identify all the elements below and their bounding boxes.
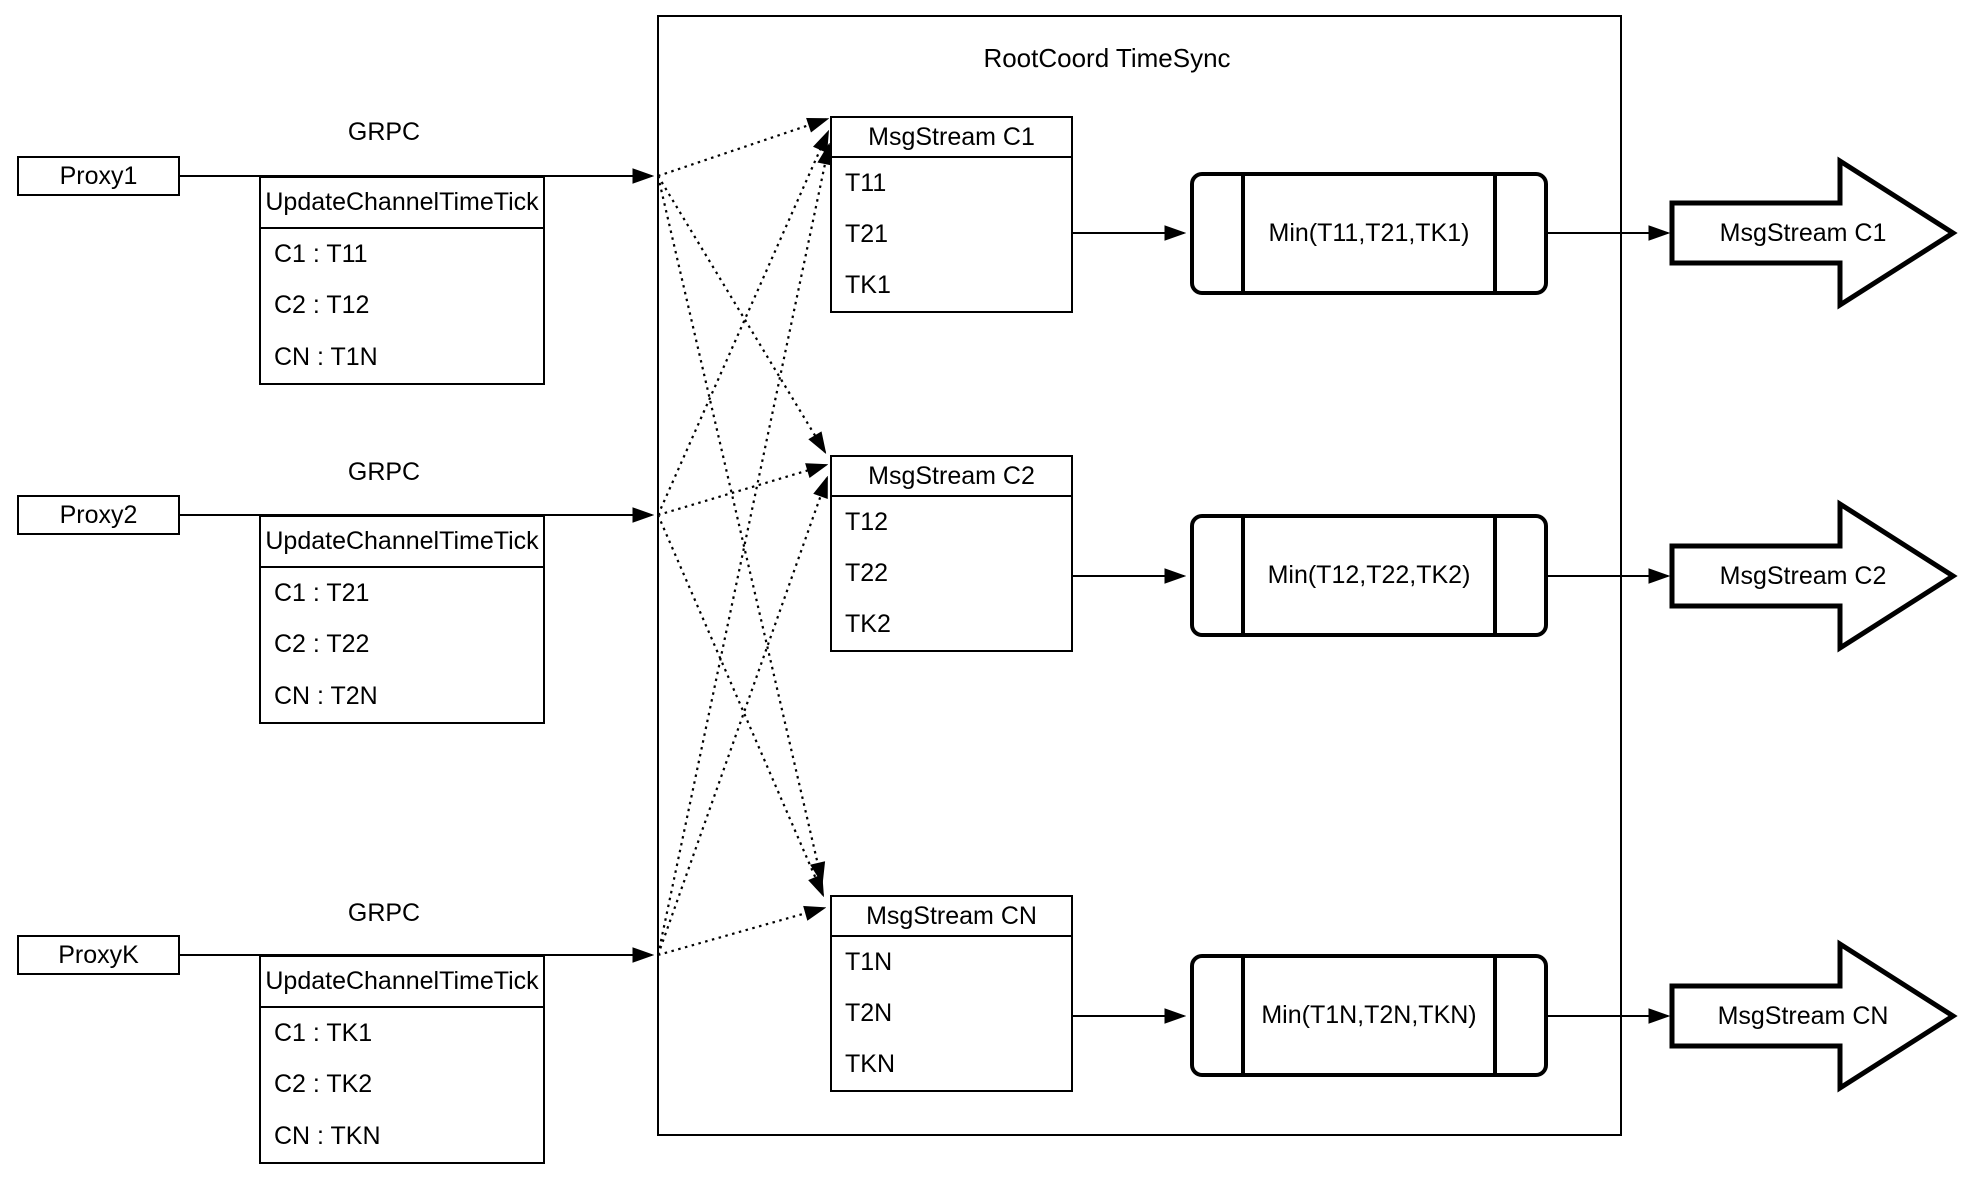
min-node-c1: Min(T11,T21,TK1) bbox=[1190, 172, 1548, 295]
message-title: UpdateChannelTimeTick bbox=[261, 957, 543, 1008]
tick-rows: T1N T2N TKN bbox=[832, 937, 1071, 1090]
tick-row: T21 bbox=[845, 220, 889, 248]
message-title: UpdateChannelTimeTick bbox=[261, 178, 543, 229]
min-node-cn: Min(T1N,T2N,TKN) bbox=[1190, 954, 1548, 1077]
grpc-label-proxy2: GRPC bbox=[347, 458, 421, 486]
min-left-bar bbox=[1241, 958, 1245, 1073]
min-right-bar bbox=[1493, 958, 1497, 1073]
proxy2-label: Proxy2 bbox=[59, 500, 138, 529]
min-label: Min(T1N,T2N,TKN) bbox=[1261, 1001, 1477, 1029]
tick-row: T2N bbox=[845, 999, 893, 1027]
message-row: C1 : T11 bbox=[274, 240, 368, 269]
tick-row: T11 bbox=[845, 169, 887, 197]
output-arrow-label-c2: MsgStream C2 bbox=[1719, 562, 1887, 590]
dotted-link-p2-c2 bbox=[657, 465, 826, 517]
message-row: CN : T2N bbox=[274, 681, 378, 710]
msgstream-table-title: MsgStream C2 bbox=[832, 457, 1071, 497]
proxy1-box: Proxy1 bbox=[17, 156, 180, 196]
output-arrow-label-cn: MsgStream CN bbox=[1717, 1002, 1889, 1030]
message-row: CN : TKN bbox=[274, 1121, 381, 1150]
dotted-link-p1-cn bbox=[656, 175, 822, 882]
msgstream-table-cn: MsgStream CN T1N T2N TKN bbox=[830, 895, 1073, 1092]
min-label: Min(T12,T22,TK2) bbox=[1267, 561, 1471, 589]
proxyk-label: ProxyK bbox=[58, 940, 139, 969]
tick-row: TK1 bbox=[845, 271, 891, 299]
dotted-link-p1-c1 bbox=[657, 119, 827, 178]
message-rows: C1 : T11 C2 : T12 CN : T1N bbox=[261, 229, 543, 383]
proxy1-label: Proxy1 bbox=[59, 161, 138, 190]
proxy2-box: Proxy2 bbox=[17, 495, 180, 535]
min-right-bar bbox=[1493, 518, 1497, 633]
msgstream-table-title: MsgStream C1 bbox=[832, 118, 1071, 158]
message-row: C2 : T12 bbox=[274, 291, 370, 320]
dotted-link-p1-c2 bbox=[657, 175, 825, 452]
rootcoord-container: RootCoord TimeSync bbox=[657, 15, 1622, 1136]
min-left-bar bbox=[1241, 518, 1245, 633]
min-right-bar bbox=[1493, 176, 1497, 291]
min-left-bar bbox=[1241, 176, 1245, 291]
tick-rows: T12 T22 TK2 bbox=[832, 497, 1071, 650]
tick-row: TKN bbox=[845, 1050, 895, 1078]
message-row: C1 : TK1 bbox=[274, 1019, 373, 1048]
msgstream-table-c2: MsgStream C2 T12 T22 TK2 bbox=[830, 455, 1073, 652]
message-rows: C1 : T21 C2 : T22 CN : T2N bbox=[261, 568, 543, 722]
message-row: C2 : T22 bbox=[274, 630, 370, 659]
message-rows: C1 : TK1 C2 : TK2 CN : TKN bbox=[261, 1008, 543, 1162]
min-node-c2: Min(T12,T22,TK2) bbox=[1190, 514, 1548, 637]
proxyk-box: ProxyK bbox=[17, 935, 180, 975]
tick-row: T1N bbox=[845, 948, 893, 976]
dotted-link-p2-cn bbox=[656, 514, 825, 895]
update-timetick-table-proxy1: UpdateChannelTimeTick C1 : T11 C2 : T12 … bbox=[259, 176, 545, 385]
tick-rows: T11 T21 TK1 bbox=[832, 158, 1071, 311]
message-row: CN : T1N bbox=[274, 342, 378, 371]
update-timetick-table-proxy2: UpdateChannelTimeTick C1 : T21 C2 : T22 … bbox=[259, 515, 545, 724]
output-arrow-shape-c1 bbox=[1669, 156, 1958, 310]
grpc-label-proxyk: GRPC bbox=[347, 899, 421, 927]
min-label: Min(T11,T21,TK1) bbox=[1268, 219, 1470, 247]
output-arrow-shape-cn bbox=[1669, 939, 1958, 1093]
dotted-link-pk-cn bbox=[657, 908, 824, 957]
message-title: UpdateChannelTimeTick bbox=[261, 517, 543, 568]
msgstream-table-c1: MsgStream C1 T11 T21 TK1 bbox=[830, 116, 1073, 313]
message-row: C2 : TK2 bbox=[274, 1070, 373, 1099]
dotted-link-pk-c2 bbox=[656, 478, 829, 956]
message-row: C1 : T21 bbox=[274, 579, 370, 608]
msgstream-table-title: MsgStream CN bbox=[832, 897, 1071, 937]
tick-row: T12 bbox=[845, 508, 889, 536]
tick-row: T22 bbox=[845, 559, 889, 587]
tick-row: TK2 bbox=[845, 610, 891, 638]
output-arrow-shape-c2 bbox=[1669, 499, 1958, 653]
rootcoord-title: RootCoord TimeSync bbox=[983, 43, 1231, 73]
dotted-link-pk-c1 bbox=[656, 145, 829, 956]
output-arrow-label-c1: MsgStream C1 bbox=[1719, 219, 1887, 247]
update-timetick-table-proxyk: UpdateChannelTimeTick C1 : TK1 C2 : TK2 … bbox=[259, 955, 545, 1164]
grpc-label-proxy1: GRPC bbox=[347, 118, 421, 146]
